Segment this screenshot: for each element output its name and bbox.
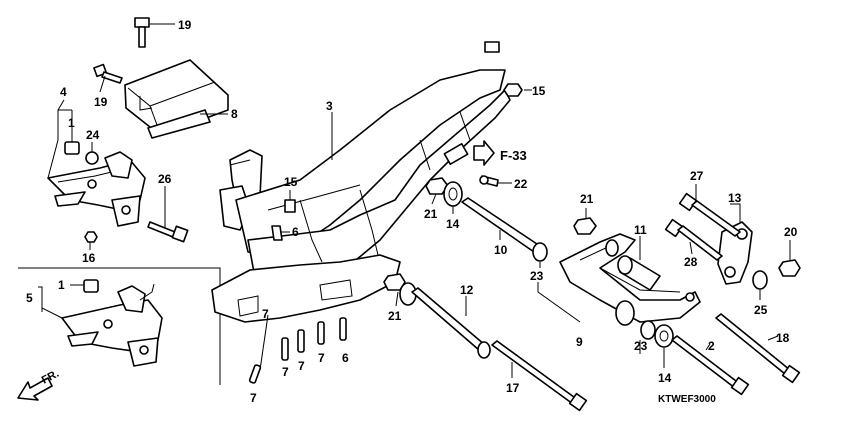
callout-19: 19 bbox=[94, 95, 108, 109]
callout-12: 12 bbox=[460, 283, 474, 297]
bushing-part-23-top bbox=[532, 242, 548, 262]
callout-20: 20 bbox=[784, 225, 798, 239]
callout-9: 9 bbox=[576, 335, 583, 349]
front-label: FR. bbox=[40, 368, 61, 387]
callout-21: 21 bbox=[424, 207, 438, 221]
callout-7: 7 bbox=[298, 359, 305, 373]
callout-17: 17 bbox=[506, 381, 520, 395]
callout-26: 26 bbox=[158, 172, 172, 186]
callout-8: 8 bbox=[231, 107, 238, 121]
bolt-19-top bbox=[134, 17, 150, 48]
nut-part-21-right bbox=[573, 217, 597, 235]
bolt-part-2 bbox=[671, 335, 750, 396]
callout-23: 23 bbox=[530, 269, 544, 283]
callout-22: 22 bbox=[514, 177, 528, 191]
callout-14: 14 bbox=[446, 217, 460, 231]
callout-24: 24 bbox=[86, 128, 100, 142]
nut-part-21-top bbox=[425, 177, 449, 195]
clip-part-6-right bbox=[339, 317, 347, 341]
rubber-mount-part-1-top bbox=[64, 141, 80, 155]
callout-7: 7 bbox=[282, 365, 289, 379]
callout-21: 21 bbox=[388, 309, 402, 323]
bolt-19-left bbox=[93, 63, 123, 84]
callout-6: 6 bbox=[342, 351, 349, 365]
nut-part-15-right bbox=[503, 83, 523, 97]
pivot-bolt-part-12 bbox=[411, 287, 491, 359]
bolt-part-27 bbox=[678, 192, 741, 237]
engine-hanger-part-9 bbox=[559, 233, 701, 326]
callout-27: 27 bbox=[690, 169, 704, 183]
callout-16: 16 bbox=[82, 251, 96, 265]
pipe-part-11 bbox=[617, 255, 661, 291]
callout-labels: 19 19 8 4 1 24 26 16 3 15 15 6 6 7 7 7 7… bbox=[26, 18, 798, 405]
callout-7: 7 bbox=[262, 307, 269, 321]
callout-1: 1 bbox=[68, 116, 75, 130]
pin-parts-7 bbox=[248, 321, 325, 384]
callout-10: 10 bbox=[494, 243, 508, 257]
callout-6: 6 bbox=[292, 225, 299, 239]
callout-15: 15 bbox=[284, 175, 298, 189]
rubber-mount-part-1-bottom bbox=[83, 279, 99, 293]
inset-box bbox=[18, 267, 221, 385]
reference-label: F-33 bbox=[500, 148, 527, 163]
engine-hanger-bracket-part-5 bbox=[61, 283, 163, 367]
bolt-part-18 bbox=[715, 313, 801, 384]
nut-part-15-left bbox=[284, 199, 296, 213]
washer-part-14-bottom bbox=[654, 324, 674, 348]
washer-part-14-top bbox=[443, 181, 463, 207]
main-frame-part-3 bbox=[211, 41, 511, 323]
bolt-part-28 bbox=[664, 218, 723, 261]
callout-15: 15 bbox=[532, 84, 546, 98]
nut-part-16 bbox=[84, 231, 98, 243]
bolt-part-26 bbox=[147, 221, 189, 243]
nut-part-20 bbox=[778, 259, 801, 277]
diagram-code: KTWEF3000 bbox=[658, 394, 716, 405]
bolt-part-17 bbox=[491, 340, 588, 412]
washer-part-25 bbox=[752, 270, 768, 290]
front-direction-arrow bbox=[17, 377, 53, 401]
callout-11: 11 bbox=[634, 223, 647, 237]
callout-5: 5 bbox=[26, 291, 33, 305]
reference-arrow-f33 bbox=[443, 140, 495, 166]
callout-1: 1 bbox=[58, 278, 65, 292]
clip-part-6-left bbox=[271, 225, 283, 241]
callout-23: 23 bbox=[634, 339, 648, 353]
callout-21: 21 bbox=[580, 192, 594, 206]
bushing-part-23-bottom bbox=[640, 320, 656, 340]
callout-18: 18 bbox=[776, 331, 790, 345]
engine-hanger-bracket-part-4 bbox=[47, 151, 146, 227]
callout-14: 14 bbox=[658, 371, 672, 385]
callout-28: 28 bbox=[684, 255, 698, 269]
callout-4: 4 bbox=[60, 85, 67, 99]
callout-19: 19 bbox=[178, 18, 192, 32]
callout-2: 2 bbox=[708, 339, 715, 353]
callout-25: 25 bbox=[754, 303, 768, 317]
collar-part-24 bbox=[85, 151, 99, 165]
leader-lines bbox=[38, 23, 791, 378]
battery-tray-part-8 bbox=[124, 59, 229, 139]
callout-7: 7 bbox=[250, 391, 257, 405]
callout-7: 7 bbox=[318, 351, 325, 365]
callout-13: 13 bbox=[728, 191, 742, 205]
bolt-part-22 bbox=[479, 175, 499, 187]
callout-3: 3 bbox=[326, 99, 333, 113]
